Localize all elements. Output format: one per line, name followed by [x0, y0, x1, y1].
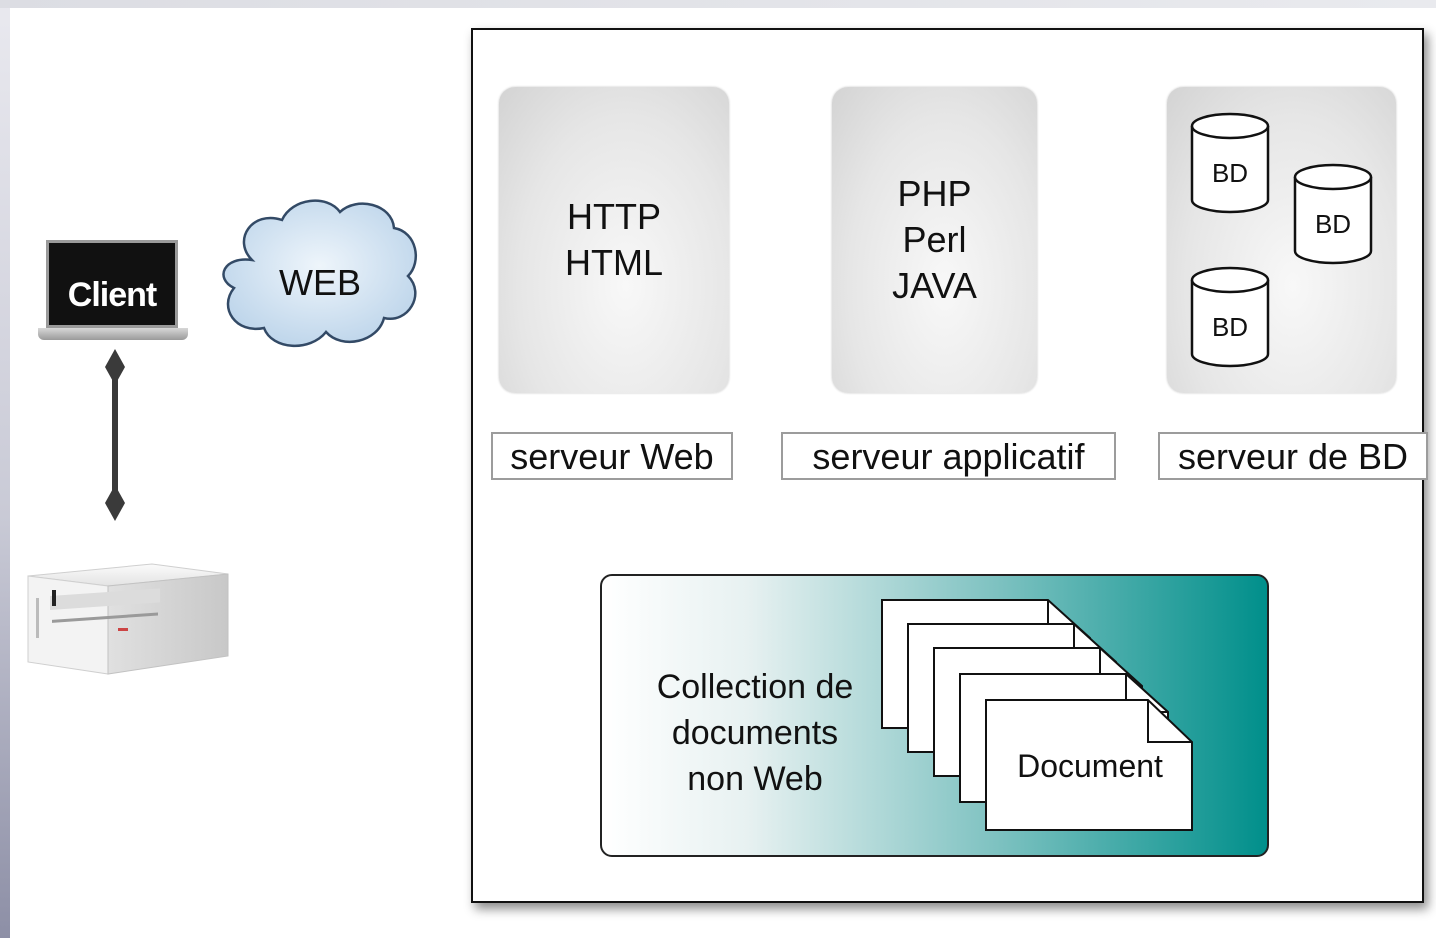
connector-diamond-top	[105, 349, 125, 385]
db-server-label: serveur de BD	[1158, 432, 1428, 480]
connector-bar	[112, 375, 118, 501]
database-label: BD	[1314, 209, 1352, 239]
collection-label: Collection de documents non Web	[630, 664, 880, 802]
app-server-languages: PHP Perl JAVA	[892, 171, 977, 309]
connector-diamond-bottom	[105, 485, 125, 521]
laptop-icon-base	[38, 328, 188, 340]
app-server-line: JAVA	[892, 265, 977, 306]
document-label: Document	[1017, 748, 1163, 784]
client-laptop-screen: Client	[46, 240, 178, 328]
app-server-line: PHP	[897, 173, 972, 214]
window-top-edge	[0, 0, 1436, 8]
client-label: Client	[67, 276, 157, 314]
collection-line: Collection de	[656, 668, 854, 706]
storage-drive-icon	[27, 563, 229, 675]
database-label: BD	[1211, 312, 1249, 342]
collection-line: documents	[671, 714, 839, 752]
web-server-line: HTML	[565, 242, 663, 283]
window-left-edge	[0, 0, 10, 938]
web-server-label: serveur Web	[491, 432, 733, 480]
connector-line	[105, 349, 125, 521]
app-server-line: Perl	[902, 219, 967, 260]
document-stack-icon	[881, 599, 1193, 831]
network-label: WEB	[278, 262, 361, 303]
database-icon	[1293, 163, 1373, 265]
database-label: BD	[1211, 158, 1249, 188]
web-server-panel: HTTP HTML	[499, 87, 729, 393]
document-page-icon	[985, 699, 1193, 831]
database-icon	[1190, 266, 1270, 368]
app-server-panel: PHP Perl JAVA	[832, 87, 1037, 393]
web-cloud-icon	[222, 199, 417, 347]
web-server-line: HTTP	[567, 196, 661, 237]
collection-line: non Web	[687, 760, 823, 798]
app-server-label: serveur applicatif	[781, 432, 1116, 480]
database-cylinder-icon: BD	[1190, 266, 1270, 370]
database-cylinder-icon: BD	[1293, 163, 1373, 267]
web-server-protocols: HTTP HTML	[565, 194, 663, 286]
database-icon	[1190, 112, 1270, 214]
database-cylinder-icon: BD	[1190, 112, 1270, 216]
